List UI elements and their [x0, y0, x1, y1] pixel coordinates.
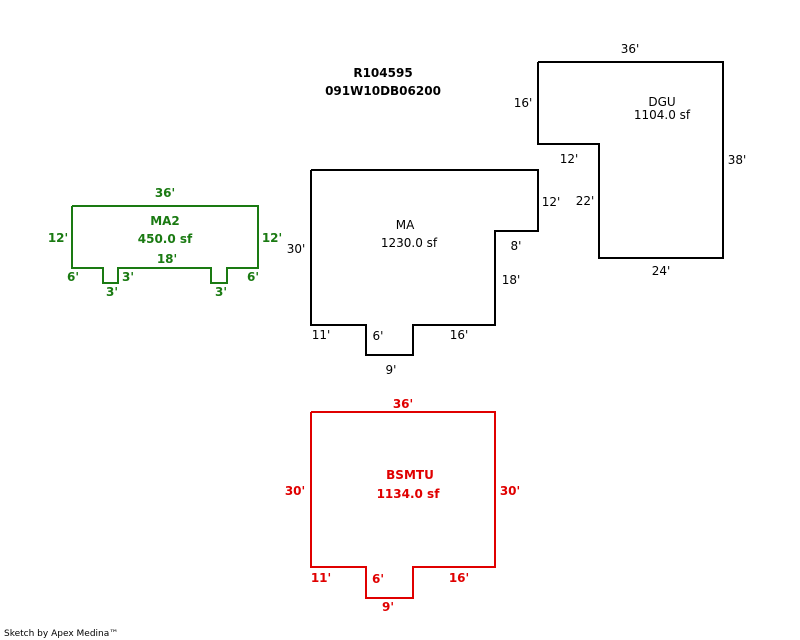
bsmtu-dim-right: 30' [500, 484, 520, 498]
bsmtu-outline [310, 411, 496, 599]
ma-label: MA [396, 218, 415, 232]
dgu-dim-step: 12' [560, 152, 579, 166]
bsmtu-area: 1134.0 sf [377, 487, 441, 501]
dgu-dim-top: 36' [621, 42, 640, 56]
ma2-dim-left: 12' [48, 231, 68, 245]
area-ma2: 36' MA2 450.0 sf 12' 12' 18' 6' 6' 3' 3'… [48, 186, 282, 299]
parcel-id: R104595 [353, 66, 412, 80]
ma-dim-notch-depth: 6' [373, 329, 384, 343]
ma-dim-bottom-right: 16' [450, 328, 469, 342]
map-number: 091W10DB06200 [325, 84, 441, 98]
ma-dim-notch-bottom: 9' [386, 363, 397, 377]
dgu-area: 1104.0 sf [634, 108, 691, 122]
area-bsmtu: 36' BSMTU 1134.0 sf 30' 30' 11' 6' 16' 9… [285, 397, 520, 614]
bsmtu-dim-notch-bottom: 9' [382, 600, 394, 614]
dgu-dim-left-top: 16' [514, 96, 533, 110]
dgu-dim-bottom: 24' [652, 264, 671, 278]
dgu-outline [537, 61, 724, 259]
dgu-label: DGU [648, 95, 675, 109]
ma2-dim-notch-left-depth: 3' [106, 285, 118, 299]
sketch-credit: Sketch by Apex Medina™ [4, 629, 118, 639]
bsmtu-dim-notch-depth: 6' [372, 572, 384, 586]
ma2-dim-bottom-mid: 18' [157, 252, 177, 266]
bsmtu-dim-bottom-right: 16' [449, 571, 469, 585]
ma2-dim-bottom-left: 6' [67, 270, 79, 284]
ma2-dim-top: 36' [155, 186, 175, 200]
ma-dim-step: 8' [511, 239, 522, 253]
area-ma: MA 1230.0 sf 30' 12' 8' 18' 11' 6' 16' 9… [287, 169, 561, 377]
bsmtu-dim-left: 30' [285, 484, 305, 498]
ma-outline [310, 169, 539, 356]
ma2-outline [71, 205, 259, 284]
bsmtu-dim-bottom-left: 11' [311, 571, 331, 585]
area-dgu: 36' DGU 1104.0 sf 16' 12' 22' 38' 24' [514, 42, 747, 278]
ma-dim-right-top: 12' [542, 195, 561, 209]
ma2-label: MA2 [150, 214, 180, 228]
ma2-dim-right: 12' [262, 231, 282, 245]
ma-dim-left: 30' [287, 242, 306, 256]
bsmtu-dim-top: 36' [393, 397, 413, 411]
ma2-dim-notch-left-width: 3' [122, 270, 134, 284]
dgu-dim-right: 38' [728, 153, 747, 167]
ma2-dim-notch-right-depth: 3' [215, 285, 227, 299]
sketch-header: R104595 091W10DB06200 [325, 66, 441, 98]
ma-dim-right-lower: 18' [502, 273, 521, 287]
ma2-area: 450.0 sf [138, 232, 193, 246]
dgu-dim-left-lower: 22' [576, 194, 595, 208]
ma-area: 1230.0 sf [381, 236, 438, 250]
ma-dim-bottom-left: 11' [312, 328, 331, 342]
bsmtu-label: BSMTU [386, 468, 434, 482]
ma2-dim-bottom-right: 6' [247, 270, 259, 284]
